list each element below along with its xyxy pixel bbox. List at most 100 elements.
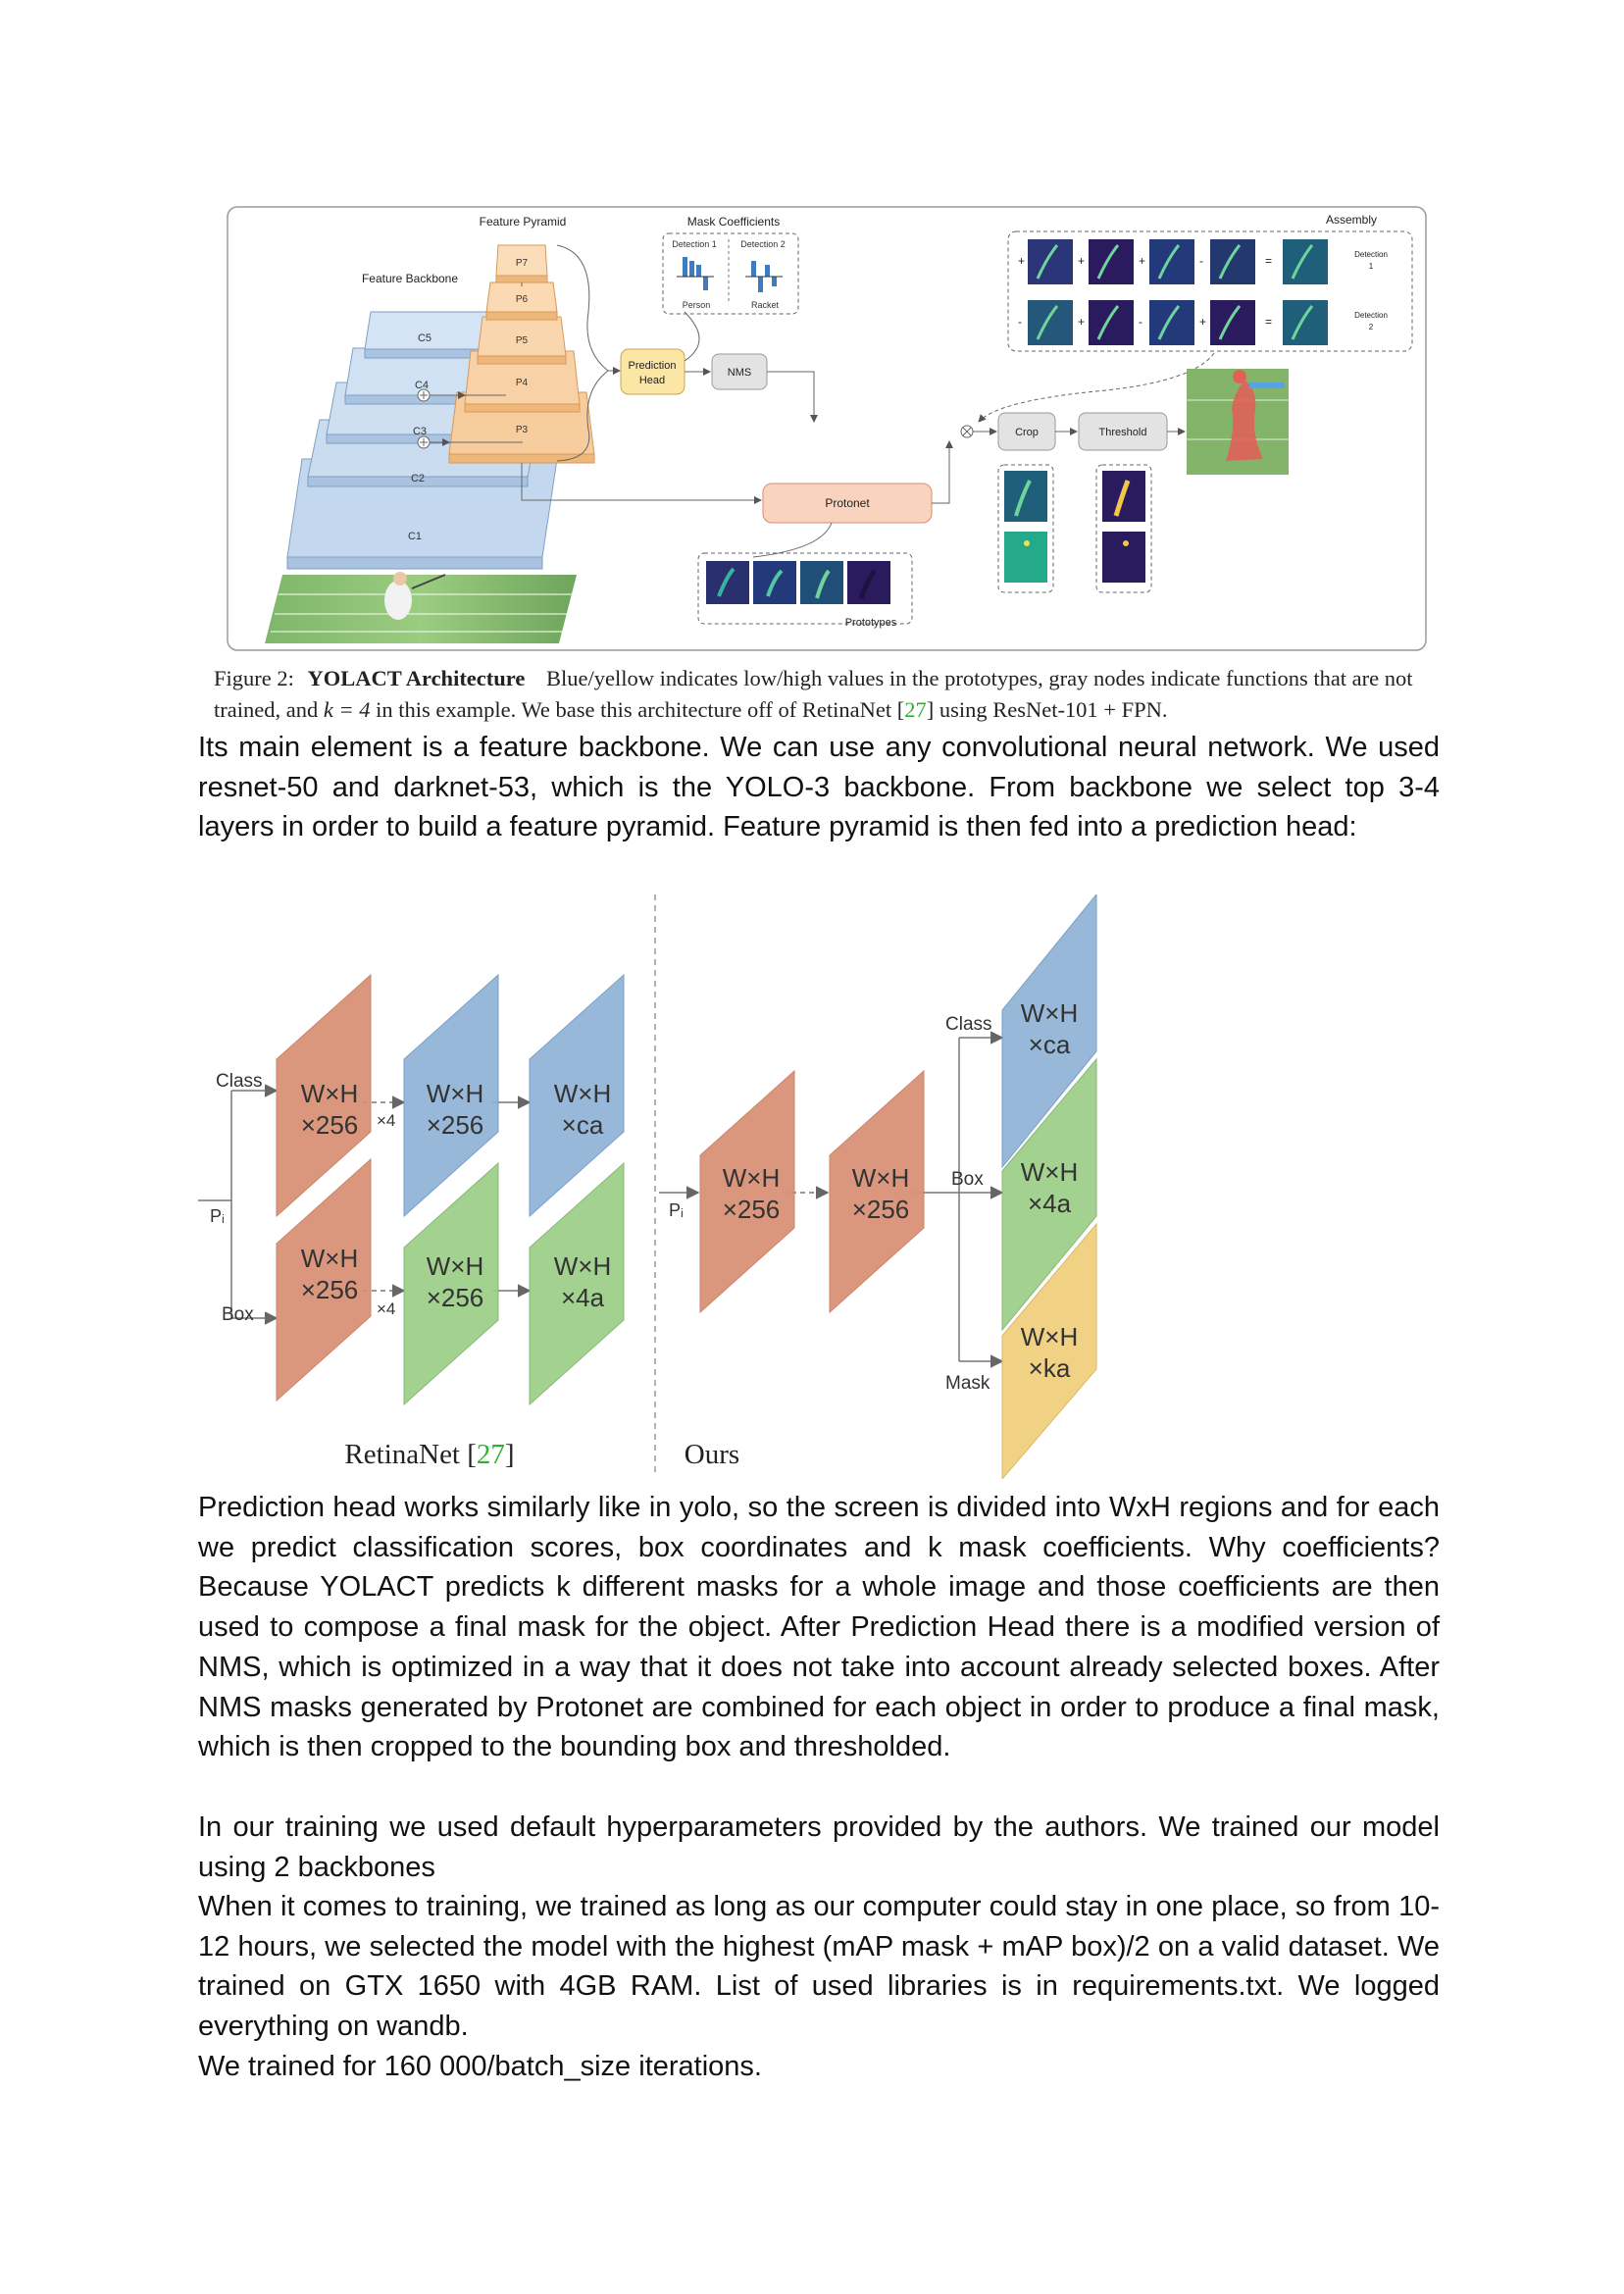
figure-caption: Figure 2: YOLACT Architecture Blue/yello… (214, 663, 1449, 726)
prediction-head-node: Prediction Head (620, 348, 685, 395)
caption-text-2: in this example. We base this architectu… (370, 697, 905, 722)
layer-p4: P4 (516, 378, 529, 388)
output-image (1187, 369, 1289, 475)
assembly-detection2-label: Detection (1354, 311, 1388, 320)
assembly-detection2-number: 2 (1369, 323, 1374, 331)
retina-tile-class-1-wh: W×H (301, 1079, 359, 1108)
row1-op-2: + (1078, 254, 1085, 268)
nms-node: NMS (711, 353, 768, 390)
input-image (265, 575, 577, 643)
threshold-node: Threshold (1078, 412, 1168, 451)
retina-tile-class-3-c: ×ca (562, 1110, 604, 1140)
layer-c3: C3 (413, 426, 427, 437)
prediction-head-label: Prediction (629, 360, 677, 372)
caption-k: k = 4 (323, 697, 371, 722)
retina-tile-class-1-c: ×256 (301, 1110, 359, 1140)
caption-ref-link[interactable]: 27 (904, 697, 927, 722)
ours-tile-2-c: ×256 (852, 1195, 910, 1224)
layer-p5: P5 (516, 335, 529, 346)
row2-op-4: + (1199, 315, 1206, 329)
retinanet-caption: RetinaNet [27] (344, 1439, 514, 1470)
retina-tile-class-3-wh: W×H (554, 1079, 612, 1108)
ours-pi-label: Pᵢ (669, 1200, 684, 1220)
feature-backbone-label: Feature Backbone (362, 272, 458, 285)
retina-tile-box-3-c: ×4a (561, 1283, 605, 1312)
ours-tile-mask-c: ×ka (1029, 1353, 1071, 1383)
assembly: Assembly + + + - = Detection 1 - + - + =… (1007, 213, 1413, 352)
ours-tile-class-wh: W×H (1021, 998, 1079, 1028)
assembly-detection1-label: Detection (1354, 250, 1388, 259)
nms-label: NMS (728, 367, 751, 379)
prediction-head-figure: Class Box Pᵢ ×4 ×4 W×H ×256 W×H ×256 W×H… (198, 894, 1097, 1479)
retina-tile-box-1-wh: W×H (301, 1244, 359, 1273)
mask-coefficients: Mask Coefficients Detection 1 Detection … (662, 215, 799, 315)
ours-tile-2: W×H ×256 (829, 1069, 925, 1314)
retina-tile-box-2-wh: W×H (427, 1251, 484, 1281)
paragraph-iterations: We trained for 160 000/batch_size iterat… (198, 2051, 762, 2082)
assembly-row-2: - + - + = Detection 2 (1018, 300, 1388, 345)
ours-tile-1-wh: W×H (723, 1163, 781, 1193)
layer-c2: C2 (411, 473, 425, 484)
person-label: Person (683, 300, 711, 310)
caption-title: YOLACT Architecture (307, 666, 526, 690)
caption-text-1: Blue/yellow indicates low/high values in… (214, 666, 1413, 722)
layer-c4: C4 (415, 380, 429, 391)
paragraph-backbone: Its main element is a feature backbone. … (198, 732, 1440, 843)
retina-tile-box-3: W×H ×4a (529, 1161, 625, 1406)
row2-op-3: - (1139, 315, 1142, 329)
retina-tile-box-1-c: ×256 (301, 1275, 359, 1304)
ours-tile-box-wh: W×H (1021, 1157, 1079, 1187)
retina-x4-bottom: ×4 (377, 1300, 395, 1318)
ours-tile-box-c: ×4a (1028, 1189, 1072, 1218)
feature-pyramid-label: Feature Pyramid (480, 215, 567, 229)
ours-class-label: Class (945, 1014, 992, 1035)
retina-tile-class-2-wh: W×H (427, 1079, 484, 1108)
racket-label: Racket (751, 300, 780, 310)
feature-pyramid: Feature Pyramid P3 P4 P5 P6 P7 (448, 215, 595, 464)
ours-tile-1-c: ×256 (723, 1195, 781, 1224)
row1-op-1: + (1018, 254, 1025, 268)
row1-op-4: - (1199, 254, 1203, 268)
yolact-architecture-figure: Feature Backbone C1 C2 C3 C4 C5 Feature … (227, 206, 1427, 651)
threshold-outputs (1095, 464, 1152, 593)
mask-coefficients-label: Mask Coefficients (687, 215, 780, 229)
retina-tile-box-2-c: ×256 (427, 1283, 484, 1312)
crop-outputs (997, 464, 1054, 593)
row1-op-3: + (1139, 254, 1145, 268)
crop-label: Crop (1015, 427, 1039, 438)
retina-x4-top: ×4 (377, 1111, 395, 1130)
ours-tile-mask: W×H ×ka (1001, 1222, 1097, 1479)
ours-mask-label: Mask (945, 1373, 990, 1394)
layer-c5: C5 (418, 332, 431, 344)
crop-node: Crop (997, 412, 1056, 451)
protonet-label: Protonet (825, 496, 870, 510)
retina-tile-box-1: W×H ×256 (276, 1157, 372, 1402)
paragraph-training: When it comes to training, we trained as… (198, 1891, 1440, 2043)
retina-class-label: Class (216, 1071, 263, 1092)
layer-p6: P6 (516, 294, 529, 305)
assembly-row-1: + + + - = Detection 1 (1018, 239, 1388, 284)
retina-tile-box-3-wh: W×H (554, 1251, 612, 1281)
ours-tile-box: W×H ×4a (1001, 1057, 1097, 1332)
retina-tile-class-2-c: ×256 (427, 1110, 484, 1140)
prototypes-label: Prototypes (845, 617, 897, 629)
row2-op-1: - (1018, 315, 1022, 329)
ours-box-label: Box (951, 1169, 984, 1190)
retina-tile-class-1: W×H ×256 (276, 973, 372, 1218)
retina-pi-label: Pᵢ (210, 1206, 225, 1226)
paragraph-prediction-head: Prediction head works similarly like in … (198, 1492, 1440, 1763)
paragraph-hyperparameters: In our training we used default hyperpar… (198, 1811, 1440, 1883)
ours-tile-class-c: ×ca (1029, 1030, 1071, 1059)
caption-label: Figure 2: (214, 666, 294, 690)
threshold-label: Threshold (1099, 427, 1147, 438)
caption-text-3: ] using ResNet-101 + FPN. (926, 697, 1168, 722)
retina-tile-class-2: W×H ×256 (403, 973, 499, 1218)
retina-box-label: Box (222, 1304, 254, 1325)
assembly-label: Assembly (1326, 213, 1377, 227)
assembly-detection1-number: 1 (1369, 262, 1374, 271)
row1-op-5: = (1265, 254, 1272, 268)
protonet-node: Protonet (762, 483, 933, 524)
ours-tile-mask-wh: W×H (1021, 1322, 1079, 1351)
row2-op-2: + (1078, 315, 1085, 329)
mask-coefficients-detection1: Detection 1 (672, 239, 717, 249)
